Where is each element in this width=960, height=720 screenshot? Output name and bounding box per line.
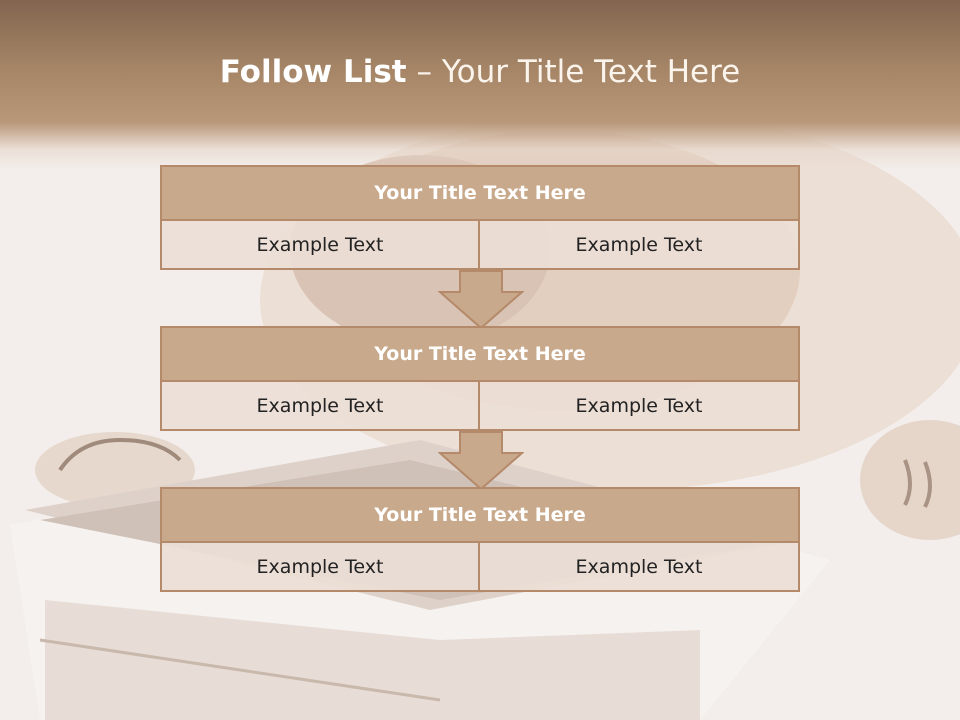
step-cell-right: Example Text — [480, 543, 800, 592]
step-cell-left: Example Text — [160, 543, 480, 592]
step-cell-left: Example Text — [160, 382, 480, 431]
step-title: Your Title Text Here — [160, 326, 800, 382]
step-box-1: Your Title Text Here Example Text Exampl… — [160, 165, 800, 270]
step-box-2: Your Title Text Here Example Text Exampl… — [160, 326, 800, 431]
step-cell-left: Example Text — [160, 221, 480, 270]
down-arrow-icon — [438, 431, 524, 491]
step-title: Your Title Text Here — [160, 165, 800, 221]
title-bold: Follow List — [219, 54, 407, 90]
slide-title: Follow List – Your Title Text Here — [0, 54, 960, 90]
step-cell-right: Example Text — [480, 221, 800, 270]
step-cell-right: Example Text — [480, 382, 800, 431]
title-rest: – Your Title Text Here — [406, 54, 741, 90]
step-box-3: Your Title Text Here Example Text Exampl… — [160, 487, 800, 592]
step-title: Your Title Text Here — [160, 487, 800, 543]
down-arrow-icon — [438, 270, 524, 330]
header-band — [0, 0, 960, 170]
